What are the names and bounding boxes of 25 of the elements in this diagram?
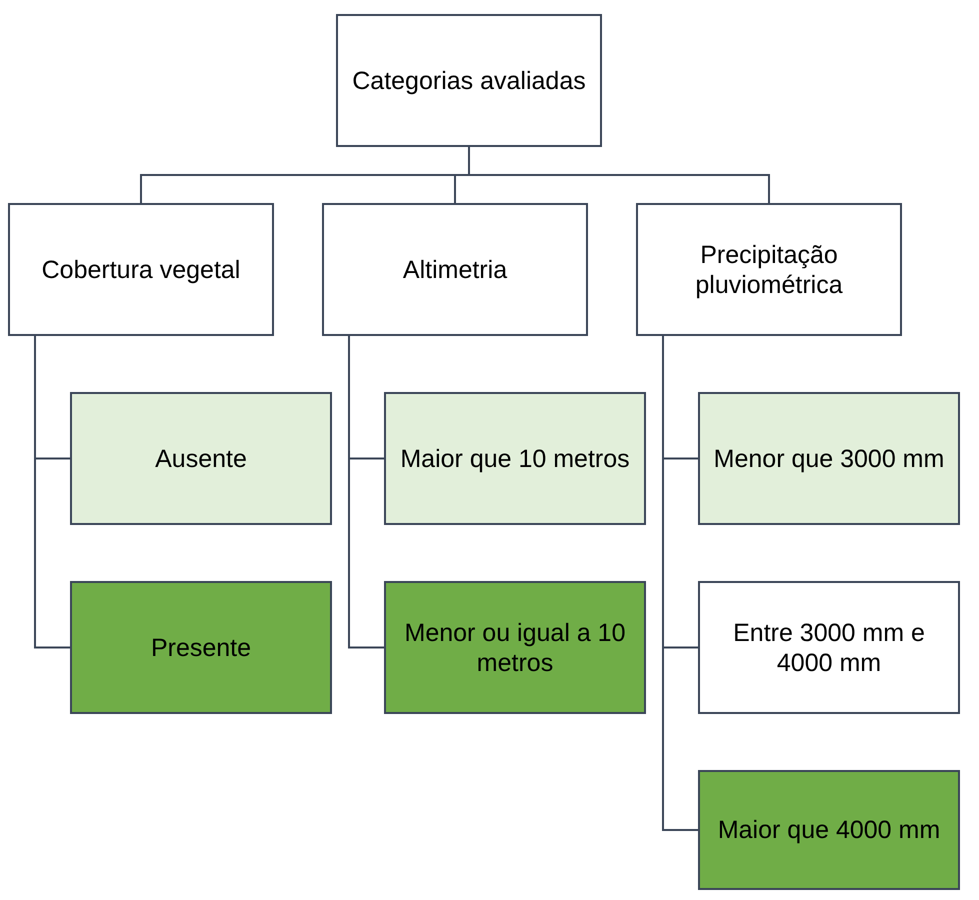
box-label: Altimetria	[402, 254, 508, 284]
box-label: Ausente	[155, 444, 247, 474]
category-box	[384, 392, 646, 525]
connector-line	[348, 336, 384, 648]
box-label: Maior que 4000 mm	[718, 815, 940, 845]
category-box	[322, 203, 588, 336]
box-label: Menor ou igual a 10 metros	[404, 618, 626, 678]
category-box	[384, 581, 646, 714]
box-label: Categorias avaliadas	[352, 66, 586, 96]
category-box	[8, 203, 274, 336]
box-label: Menor que 3000 mm	[714, 444, 944, 474]
connector-line	[34, 336, 70, 648]
box-label: Maior que 10 metros	[400, 444, 630, 474]
box-label: Entre 3000 mm e 4000 mm	[732, 618, 926, 678]
category-box	[698, 392, 960, 525]
category-box	[70, 581, 332, 714]
category-box	[636, 203, 902, 336]
box-label: Cobertura vegetal	[42, 254, 240, 284]
box-label: Presente	[150, 632, 252, 662]
box-label: Precipitação pluviométrica	[694, 240, 844, 300]
connector-line	[468, 147, 770, 203]
category-box	[698, 770, 960, 890]
category-box	[70, 392, 332, 525]
category-box	[698, 581, 960, 714]
category-box	[336, 14, 602, 147]
